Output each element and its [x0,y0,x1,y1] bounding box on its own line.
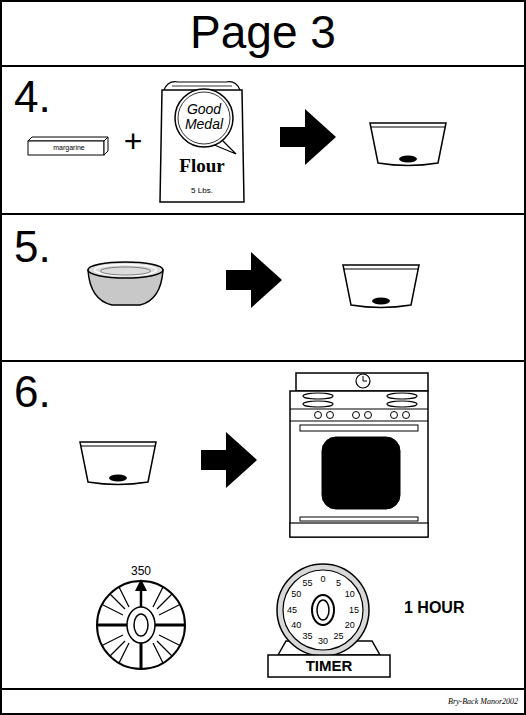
timer-mark: 25 [329,631,349,642]
bowl [343,265,419,308]
mixing-bowl [88,262,163,305]
timer-mark: 0 [313,574,333,585]
step-band: 5. [0,213,526,362]
margarine-box: margarine [28,137,110,157]
timer-mark: 50 [286,589,306,600]
temperature-dial: 350 [95,565,187,673]
brand-name: Good Medal [174,102,234,131]
timer-mark: 45 [282,605,302,616]
step-number: 6. [14,368,84,416]
plus-sign: + [118,124,148,159]
timer-mark: 35 [298,631,318,642]
block-arrow [201,432,257,488]
kitchen-timer: TIMER [268,563,391,679]
product-name: Flour [158,156,246,177]
credit-note: Bry-Back Manor2002 [382,698,518,707]
timer-mark: 30 [313,636,333,647]
footer-band: Bry-Back Manor2002 [0,688,526,715]
weight-label: 5 Lbs. [158,187,246,196]
block-arrow [280,109,336,165]
flour-bag: Good MedalFlour 5 Lbs. [158,78,246,206]
duration-note: 1 HOUR [404,599,514,617]
package-label: margarine [36,144,102,152]
bowl [80,442,156,485]
timer-mark: 5 [329,578,349,589]
timer-mark: 55 [298,578,318,589]
step-number: 5. [14,223,84,271]
temperature-dial-shape [95,565,187,673]
timer-mark: 10 [340,589,360,600]
timer-label: TIMER [268,658,390,675]
title-band: Page 3 [0,0,526,67]
timer-mark: 20 [340,620,360,631]
timer-mark: 15 [344,605,364,616]
bowl [370,123,446,166]
step-band: 6.350TIMER [0,360,526,690]
step-number: 4. [14,73,84,121]
page-title: Page 3 [2,7,524,58]
step-band: 4. margarine Good MedalFlour 5 Lbs. [0,65,526,215]
timer-mark: 40 [286,620,306,631]
block-arrow [226,252,282,308]
stove [290,373,428,537]
temperature-setting: 350 [95,565,187,578]
